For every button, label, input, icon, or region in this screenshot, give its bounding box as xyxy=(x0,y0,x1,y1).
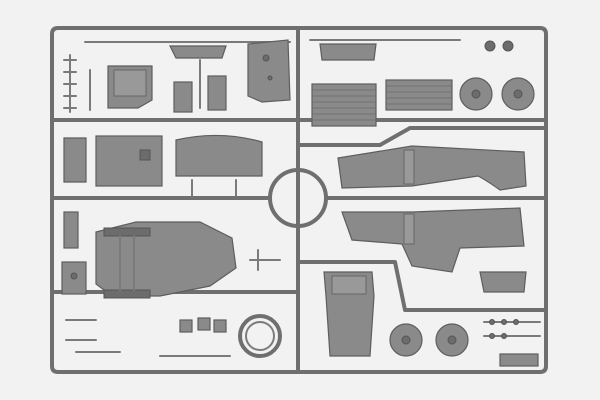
top-left-parts xyxy=(63,39,291,113)
top-right-parts xyxy=(309,39,535,127)
bottom-left-parts xyxy=(65,314,282,358)
lower-left-parts xyxy=(61,211,281,299)
bottom-right-parts xyxy=(323,271,541,367)
middle-left-parts xyxy=(63,134,263,197)
center-ring xyxy=(268,168,328,228)
middle-right-parts xyxy=(337,145,527,273)
